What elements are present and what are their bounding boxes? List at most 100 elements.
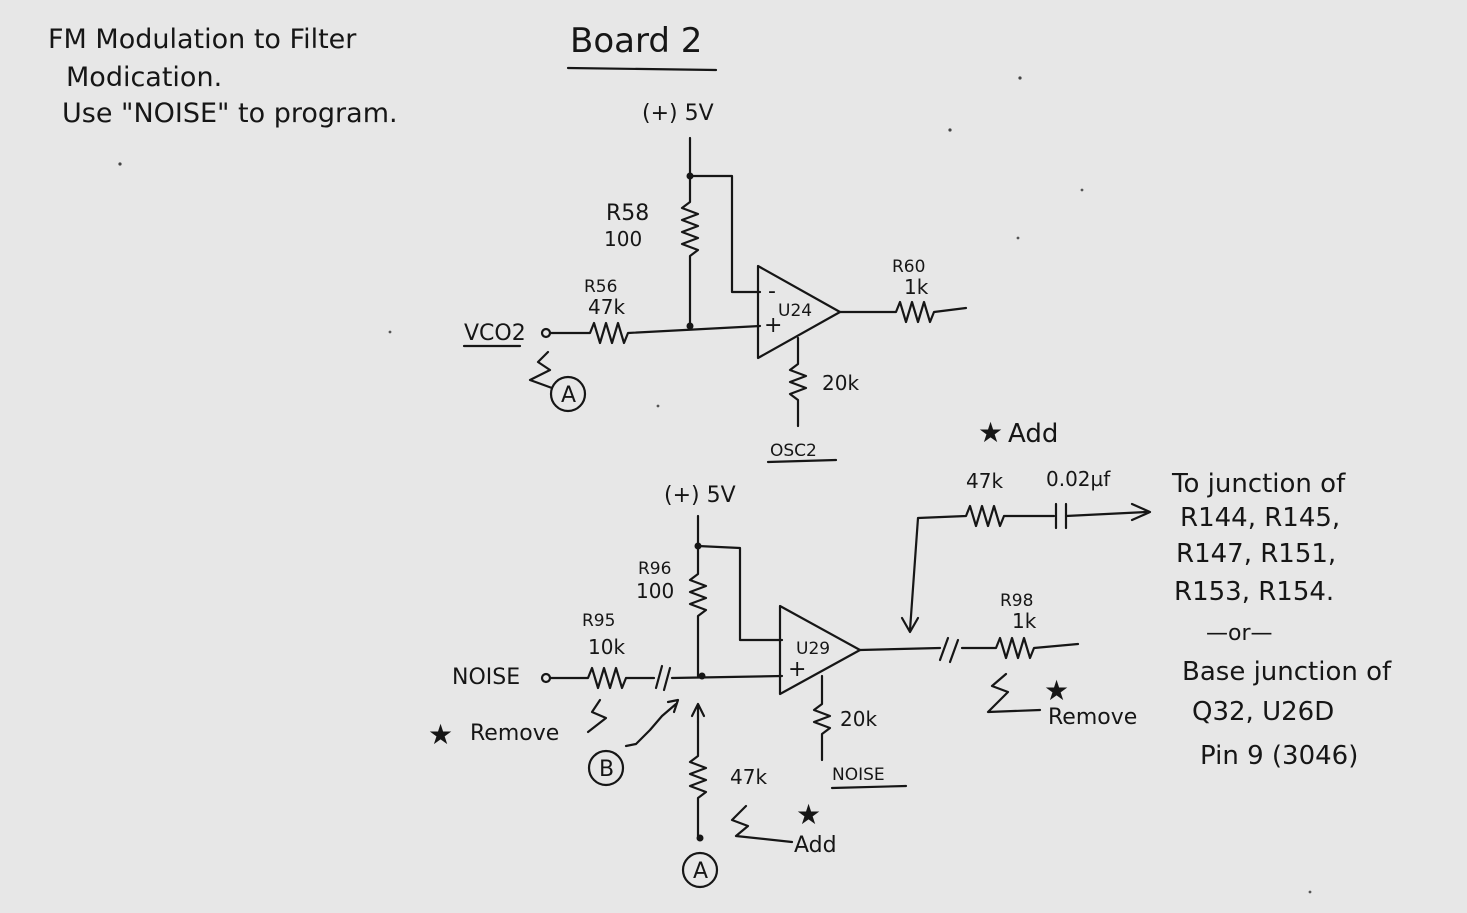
vco2-terminal[interactable] [540, 327, 552, 339]
add-capacitor [1054, 502, 1068, 530]
add-47k-value: 47k [730, 765, 767, 789]
speck [388, 330, 392, 334]
add-bottom-label: Add [794, 833, 837, 858]
noise-terminal[interactable] [540, 672, 552, 684]
paper-specks [118, 76, 1312, 894]
r56-resistor [548, 321, 762, 345]
r58-resistor [680, 174, 700, 328]
add-label: Add [1008, 419, 1058, 449]
add-47k-arrow-icon [690, 702, 706, 724]
speck [1308, 890, 1312, 894]
speck [118, 162, 122, 166]
noise-pot-label: NOISE [832, 765, 885, 785]
speck [948, 128, 952, 132]
dest-line-3: R147, R151, [1176, 539, 1336, 569]
r98-name: R98 [1000, 591, 1033, 611]
add-arrow-icon [1130, 502, 1152, 522]
u29-label: U29 [796, 639, 830, 659]
marker-a-bottom [681, 851, 719, 889]
marker-a-bottom-text: A [693, 859, 708, 884]
u29-plus: + [788, 657, 806, 682]
add-bottom-squiggle [730, 804, 794, 844]
notes: FM Modulation to Filter Modication. Use … [48, 24, 398, 129]
top-20k-resistor [788, 336, 808, 428]
marker-b-squiggle [624, 702, 678, 748]
add-resistor-wire [908, 504, 1056, 632]
r60-resistor [838, 300, 968, 324]
top-junction-node [686, 322, 694, 330]
bottom-20k-value: 20k [840, 707, 877, 731]
r96-value: 100 [636, 579, 674, 603]
add-out-wire [1064, 510, 1148, 518]
speck [1080, 188, 1084, 192]
r95-resistor [548, 666, 656, 690]
r56-value: 47k [588, 295, 625, 319]
destination-notes: To junction of R144, R145, R147, R151, R… [1171, 469, 1392, 771]
board-title-text: Board 2 [570, 21, 702, 61]
remove-left-star-icon: ★ [428, 718, 453, 751]
u29-output-wire [858, 646, 942, 652]
remove-left-squiggle [586, 698, 608, 734]
dest-line-5: Base junction of [1182, 657, 1392, 687]
add-resistor-value: 47k [966, 469, 1003, 493]
board-title-underline [566, 66, 718, 72]
u24-label: U24 [778, 301, 812, 321]
r60-value: 1k [904, 275, 929, 299]
speck [1018, 76, 1022, 80]
remove-right-label: Remove [1048, 705, 1137, 730]
top-20k-value: 20k [822, 371, 859, 395]
add-down-arrow-icon [900, 616, 920, 634]
r95-cut-mark [654, 664, 672, 692]
osc2-underline [766, 458, 838, 464]
r98-cut-mark [938, 636, 960, 664]
add-cap-value: 0.02µf [1046, 467, 1111, 491]
bottom-upper-wire [696, 544, 784, 642]
dest-line-7: Pin 9 (3046) [1200, 741, 1358, 771]
r95-name: R95 [582, 611, 615, 631]
circuit-bottom: (+) 5V R96 100 NOISE R95 10k ★ Remove B … [428, 483, 1137, 889]
note-line-3: Use "NOISE" to program. [62, 98, 398, 129]
r58-value: 100 [604, 227, 642, 251]
add-bottom-star-icon: ★ [796, 798, 821, 831]
dest-line-2: R144, R145, [1180, 503, 1340, 533]
dest-or: —or— [1206, 621, 1273, 646]
vco2-label: VCO2 [464, 321, 526, 346]
board-title: Board 2 [566, 21, 718, 72]
marker-a-top-text: A [561, 383, 576, 408]
osc2-label: OSC2 [770, 441, 817, 461]
remove-right-star-icon: ★ [1044, 674, 1069, 707]
top-minus-wire [688, 174, 762, 294]
noise-pot-underline [830, 784, 908, 790]
bottom-supply-label: (+) 5V [664, 483, 736, 508]
dest-line-1: To junction of [1171, 469, 1346, 499]
circuit-top: (+) 5V R58 100 VCO2 R56 47k A U24 - + R6… [462, 101, 968, 464]
u29-opamp [778, 604, 862, 696]
add-47k-resistor [688, 720, 708, 838]
bottom-junction-node [698, 672, 706, 680]
add-47k-node [696, 834, 704, 842]
marker-b [587, 749, 625, 787]
note-line-2: Modication. [66, 62, 222, 93]
r60-name: R60 [892, 257, 925, 277]
dest-line-6: Q32, U26D [1192, 697, 1334, 727]
u24-opamp [756, 264, 842, 360]
r98-resistor [960, 636, 1080, 660]
r95-value: 10k [588, 635, 625, 659]
r98-value: 1k [1012, 609, 1037, 633]
r56-name: R56 [584, 277, 617, 297]
note-line-1: FM Modulation to Filter [48, 24, 357, 55]
add-branch: ★ Add 47k 0.02µf [900, 416, 1152, 634]
noise-input-label: NOISE [452, 665, 520, 690]
top-squiggle-arrow [528, 350, 554, 390]
r58-name: R58 [606, 201, 649, 226]
u24-minus: - [768, 279, 776, 304]
marker-b-text: B [599, 757, 614, 782]
r96-name: R96 [638, 559, 671, 579]
u24-plus: + [764, 313, 782, 338]
r96-resistor [688, 544, 708, 678]
dest-line-4: R153, R154. [1174, 577, 1334, 607]
bottom-20k-resistor [812, 674, 832, 762]
marker-a-top [549, 375, 587, 413]
top-supply-label: (+) 5V [642, 101, 714, 126]
